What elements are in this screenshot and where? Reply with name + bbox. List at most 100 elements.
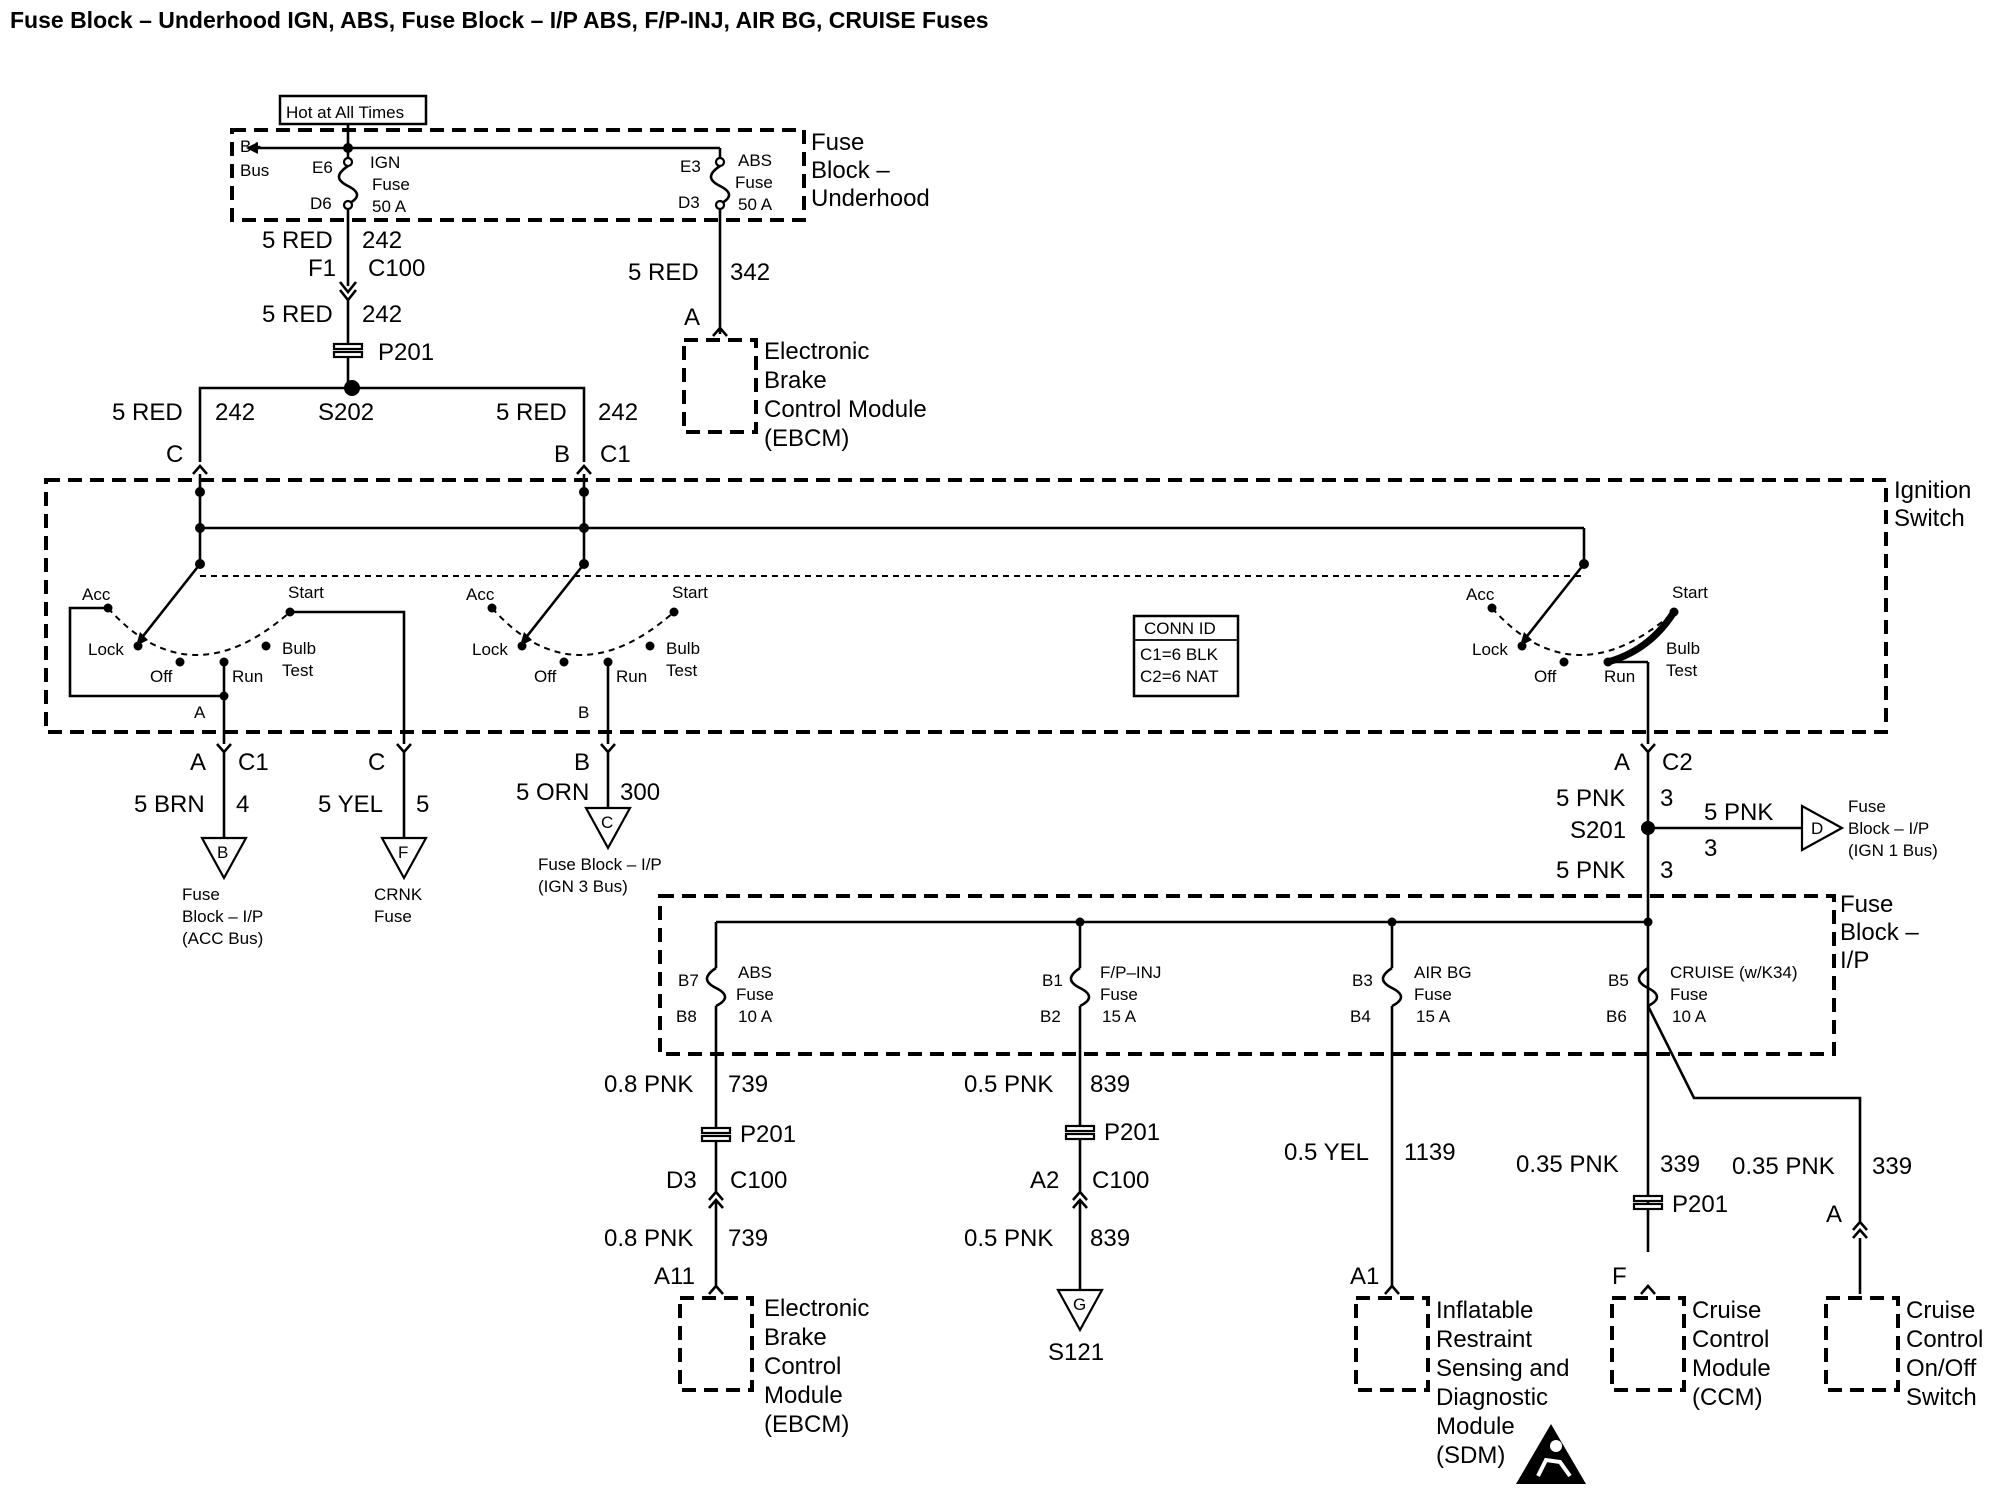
wire-300-circuit: 300 [620, 779, 660, 806]
cruise-sw-pin: A [1826, 1201, 1842, 1228]
right-242-gauge: 5 RED [496, 399, 567, 426]
switch2-acc-contact [487, 603, 497, 613]
fpinj-p201-label: P201 [1104, 1119, 1160, 1146]
airbg-word: Fuse [1414, 985, 1452, 1004]
conn-id-line-2: C2=6 NAT [1140, 667, 1219, 686]
sw2-test: Test [666, 661, 697, 680]
wire-839-circuit-1: 839 [1090, 1071, 1130, 1098]
ign3-label-1: Fuse Block – I/P [538, 855, 662, 874]
fpinj-fuse-icon [1069, 966, 1091, 1008]
wire-5-gauge: 5 YEL [318, 791, 383, 818]
wire-3-gauge-b: 5 PNK [1556, 857, 1625, 884]
sw3-start: Start [1672, 583, 1708, 602]
ip-name-3: I/P [1840, 947, 1869, 974]
ebcm-module-outline [678, 1296, 754, 1392]
switch2-off-contact [559, 657, 569, 667]
ccm-pin-f: F [1612, 1263, 1627, 1290]
sw1-bulb: Bulb [282, 639, 316, 658]
sw3-off: Off [1534, 667, 1557, 686]
airbag-warning-icon [1516, 1424, 1586, 1484]
abs-ip-word: Fuse [736, 985, 774, 1004]
ebcm-pin-a11: A11 [654, 1263, 695, 1290]
wire-5-circuit: 5 [416, 791, 429, 818]
abs-c100-pin: D3 [666, 1167, 697, 1194]
cruise-p201-icon-2 [1632, 1202, 1664, 1211]
abs-c100-conn: C100 [730, 1167, 787, 1194]
wire-4-circuit: 4 [236, 791, 249, 818]
left-242-gauge: 5 RED [112, 399, 183, 426]
wire-242-gauge-2: 5 RED [262, 301, 333, 328]
ign-fuse-rating: 50 A [372, 197, 407, 216]
underhood-name-2: Block – [811, 157, 890, 184]
sw3-run: Run [1604, 667, 1635, 686]
ign1-ref-letter: D [1811, 819, 1823, 838]
wire-739-gauge-1: 0.8 PNK [604, 1071, 693, 1098]
acc-conn: C1 [238, 749, 269, 776]
cruise-sw-line-1: Cruise [1906, 1297, 1975, 1324]
ign-fuse-icon [337, 164, 359, 206]
ebcm-line-5: (EBCM) [764, 1411, 849, 1438]
ccm-connector-icon [1640, 1284, 1656, 1295]
abs-fuse-bottom-terminal [714, 199, 726, 211]
fpinj-name: F/P–INJ [1100, 963, 1161, 982]
ign-pin-top: E6 [312, 158, 333, 177]
hot-at-all-times-label: Hot at All Times [286, 103, 404, 122]
p201-top-icon-2 [332, 350, 364, 359]
airbg-rating: 15 A [1416, 1007, 1451, 1026]
ign1-connector-icon [1640, 743, 1656, 754]
sdm-line-6: (SDM) [1436, 1442, 1505, 1469]
sw2-off: Off [534, 667, 557, 686]
ip-name-1: Fuse [1840, 891, 1893, 918]
fpinj-c100-conn: C100 [1092, 1167, 1149, 1194]
cruise-word: Fuse [1670, 985, 1708, 1004]
ebcm-connector-icon [708, 1284, 724, 1295]
sw3-acc: Acc [1466, 585, 1495, 604]
ign1-ref-icon [1800, 804, 1845, 852]
right-242-circuit: 242 [598, 399, 638, 426]
sw1-start: Start [288, 583, 324, 602]
airbg-fuse-icon [1381, 966, 1403, 1008]
fpinj-c100-pin: A2 [1030, 1167, 1059, 1194]
diagram-title: Fuse Block – Underhood IGN, ABS, Fuse Bl… [10, 7, 989, 33]
ign3-ref-letter: C [601, 813, 613, 832]
switch3-acc-contact [1487, 603, 1497, 613]
ign1-ref-line-2: Block – I/P [1848, 819, 1929, 838]
cruise-sw-line-3: On/Off [1906, 1355, 1977, 1382]
ip-fuse-block-outline [658, 894, 1836, 1056]
bus-b-plus: B+ [240, 137, 261, 156]
ign-fuse-top-terminal [342, 156, 354, 168]
underhood-fuse-block-outline [230, 128, 806, 222]
ign-fuse-word: Fuse [372, 175, 410, 194]
fpinj-rating: 15 A [1102, 1007, 1137, 1026]
wire-3-circuit-a: 3 [1660, 785, 1673, 812]
abs-fuse-rating: 50 A [738, 195, 773, 214]
cruise-switch-outline [1824, 1296, 1900, 1392]
switch1-lock-contact [133, 641, 143, 651]
cruise-rating: 10 A [1672, 1007, 1707, 1026]
sw1-acc: Acc [82, 585, 111, 604]
hot-at-all-times-box [278, 94, 428, 126]
c100-conn-top: C100 [368, 255, 425, 282]
acc-jumper-wire [68, 606, 226, 698]
pin-c-connector-icon [192, 464, 208, 475]
run-start-bar [1607, 610, 1677, 666]
switch1-bulb-contact [261, 641, 271, 651]
branch-circuit: 3 [1704, 835, 1717, 862]
crnk-ref-letter: F [398, 843, 408, 862]
wire-839-gauge-1: 0.5 PNK [964, 1071, 1053, 1098]
sw2-acc: Acc [466, 585, 495, 604]
acc-ref-line-2: Block – I/P [182, 907, 263, 926]
sw3-lock: Lock [1472, 640, 1508, 659]
wire-339-circuit: 339 [1660, 1151, 1700, 1178]
wire-339-gauge: 0.35 PNK [1516, 1151, 1619, 1178]
sw2-start: Start [672, 583, 708, 602]
sw1-lock: Lock [88, 640, 124, 659]
acc-ref-letter: B [217, 843, 228, 862]
cruise-p201-icon [1632, 1194, 1664, 1203]
airbg-name: AIR BG [1414, 963, 1472, 982]
ccm-line-3: Module [1692, 1355, 1771, 1382]
sw1-run: Run [232, 667, 263, 686]
airbg-pin-top: B3 [1352, 971, 1373, 990]
wire-342-gauge: 5 RED [628, 259, 699, 286]
